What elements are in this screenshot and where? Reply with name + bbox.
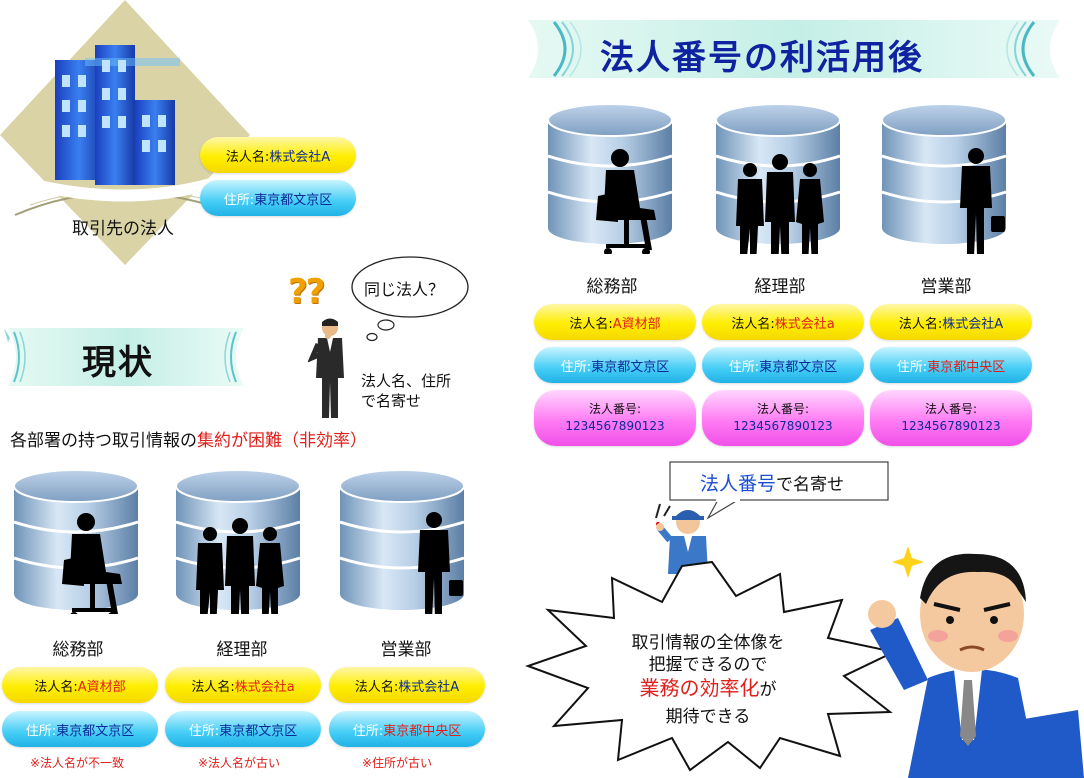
burst-line4: 期待できる	[665, 707, 751, 727]
after-name-pill: 法人名:株式会社a	[702, 304, 864, 340]
burst-line2: 把握できるので	[648, 655, 768, 675]
current-db-keiri	[176, 470, 302, 614]
thinking-businessman-icon	[308, 318, 344, 418]
after-db-eigyo	[882, 104, 1008, 254]
nayose-callout-text: 法人番号で名寄せ	[700, 473, 845, 495]
after-name-pill: 法人名:A資材部	[534, 304, 696, 340]
current-banner-shape	[4, 328, 244, 386]
current-dept-name: 経理部	[216, 640, 268, 660]
after-banner-shape	[528, 20, 1060, 78]
after-db-keiri	[716, 104, 842, 254]
current-db-somu	[14, 470, 140, 614]
current-banner-title: 現状	[82, 343, 154, 383]
current-note: ※法人名が古い	[198, 756, 281, 770]
thought-bubble	[351, 256, 469, 342]
current-address-pill: 住所:東京都文京区	[165, 711, 321, 747]
after-banner-title: 法人番号の利活用後	[600, 38, 924, 78]
burst-line3: 業務の効率化が	[639, 676, 777, 700]
company-address-pill: 住所:東京都文京区	[200, 180, 356, 216]
current-dept-name: 営業部	[380, 640, 432, 660]
current-address-pill: 住所:東京都文京区	[2, 711, 158, 747]
after-address-pill: 住所:東京都文京区	[534, 347, 696, 383]
current-name-pill: 法人名:株式会社A	[329, 667, 485, 703]
company-caption: 取引先の法人	[72, 219, 174, 239]
current-name-pill: 法人名:株式会社a	[165, 667, 321, 703]
current-note: ※住所が古い	[362, 756, 433, 770]
question-caption-line2: で名寄せ	[361, 392, 422, 410]
determined-businessman-icon	[868, 546, 1084, 778]
after-dept-name: 営業部	[920, 277, 972, 297]
question-marks: ??	[288, 272, 325, 312]
after-address-pill: 住所:東京都文京区	[702, 347, 864, 383]
after-number-pill: 法人番号:1234567890123	[534, 390, 696, 446]
after-address-pill: 住所:東京都中央区	[870, 347, 1032, 383]
after-dept-name: 総務部	[586, 277, 638, 297]
current-dept-name: 総務部	[52, 640, 104, 660]
company-illustration	[0, 0, 250, 265]
after-name-pill: 法人名:株式会社A	[870, 304, 1032, 340]
current-address-pill: 住所:東京都中央区	[329, 711, 485, 747]
current-problem-text: 各部署の持つ取引情報の集約が困難（非効率）	[10, 431, 367, 451]
nayose-callout-shape	[669, 461, 889, 520]
question-caption-line1: 法人名、住所	[361, 372, 452, 390]
result-burst-shape	[525, 560, 898, 772]
thought-bubble-text: 同じ法人？	[364, 280, 445, 299]
current-name-pill: 法人名:A資材部	[2, 667, 158, 703]
after-dept-name: 経理部	[754, 277, 806, 297]
after-db-somu	[548, 104, 674, 254]
current-db-eigyo	[340, 470, 466, 614]
after-number-pill: 法人番号:1234567890123	[870, 390, 1032, 446]
burst-line1: 取引情報の全体像を	[631, 633, 785, 653]
current-note: ※法人名が不一致	[30, 756, 125, 770]
after-number-pill: 法人番号:1234567890123	[702, 390, 864, 446]
company-name-pill: 法人名:株式会社A	[200, 137, 356, 173]
